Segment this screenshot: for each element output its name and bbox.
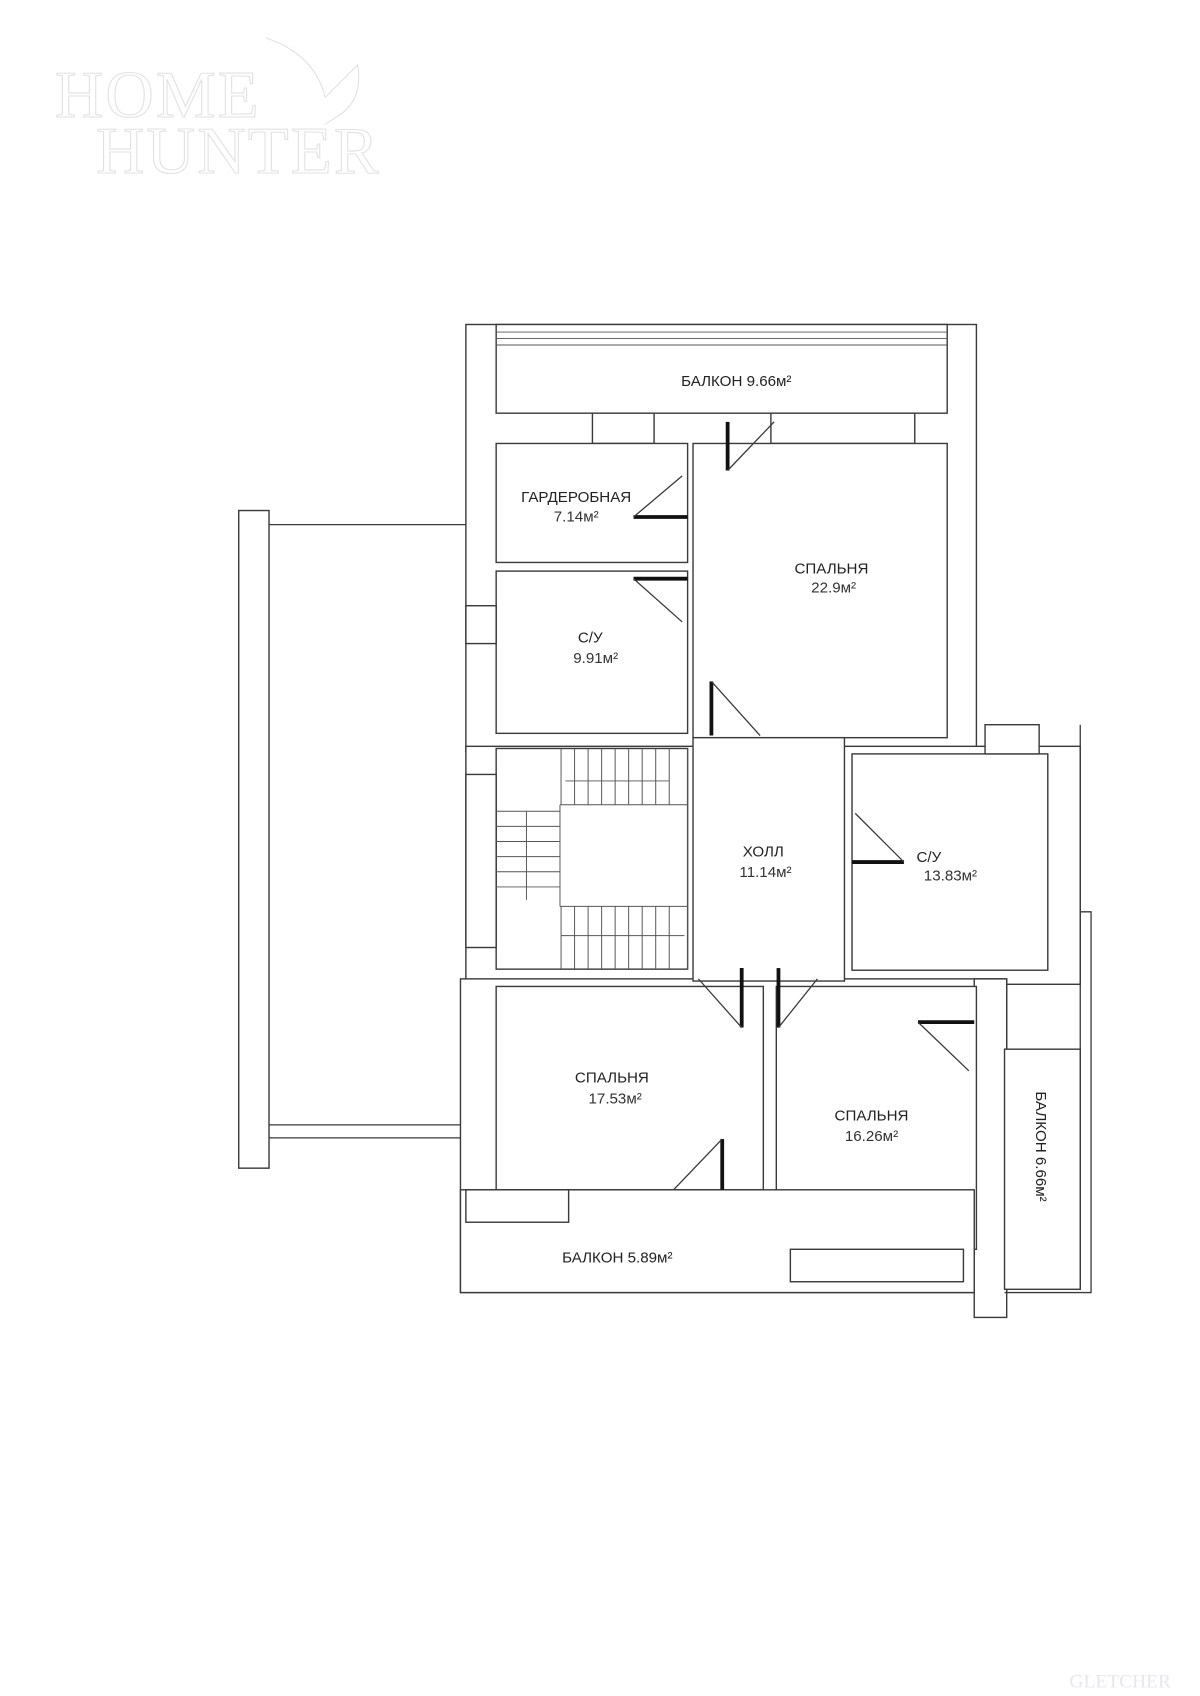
room-area: 11.14м² — [739, 864, 791, 881]
eagle-icon — [265, 37, 360, 125]
room-hall — [692, 736, 846, 982]
stairs — [496, 748, 689, 970]
left-terrace — [238, 509, 466, 1169]
window — [465, 605, 497, 645]
balcony-top — [495, 323, 948, 445]
room-label: СПАЛЬНЯ — [575, 1070, 649, 1087]
room-label: БАЛКОН 5.89м² — [562, 1249, 672, 1266]
room-label: СПАЛЬНЯ — [795, 560, 869, 577]
logo-line1: HOME — [55, 57, 261, 132]
room-area: 9.91м² — [573, 650, 618, 667]
window — [984, 723, 1040, 755]
room-label: ХОЛЛ — [743, 844, 784, 861]
room-bedroom-1 — [692, 442, 948, 739]
doors — [633, 421, 975, 1191]
window — [789, 1248, 965, 1283]
room-label: С/У — [916, 849, 941, 866]
room-label: С/У — [578, 629, 603, 646]
room-area: 17.53м² — [588, 1090, 641, 1107]
gletcher-watermark: GLETCHER — [1069, 1671, 1171, 1692]
window — [465, 1189, 570, 1223]
room-label: СПАЛЬНЯ — [835, 1108, 909, 1125]
home-hunter-logo: HOME HUNTER — [54, 37, 381, 189]
window — [465, 773, 497, 949]
room-wardrobe — [495, 442, 689, 564]
balcony-right — [1003, 1048, 1081, 1291]
room-area: 16.26м² — [845, 1128, 898, 1145]
room-label: БАЛКОН 6.66м² — [1032, 1091, 1049, 1201]
room-area: 7.14м² — [554, 508, 599, 525]
room-label: БАЛКОН 9.66м² — [681, 373, 791, 390]
logo-line2: HUNTER — [96, 113, 381, 188]
room-label: ГАРДЕРОБНАЯ — [521, 489, 631, 506]
room-area: 22.9м² — [811, 580, 856, 597]
room-area: 13.83м² — [924, 867, 977, 884]
room-labels: БАЛКОН 9.66м² ГАРДЕРОБНАЯ 7.14м² СПАЛЬНЯ… — [521, 373, 1049, 1266]
